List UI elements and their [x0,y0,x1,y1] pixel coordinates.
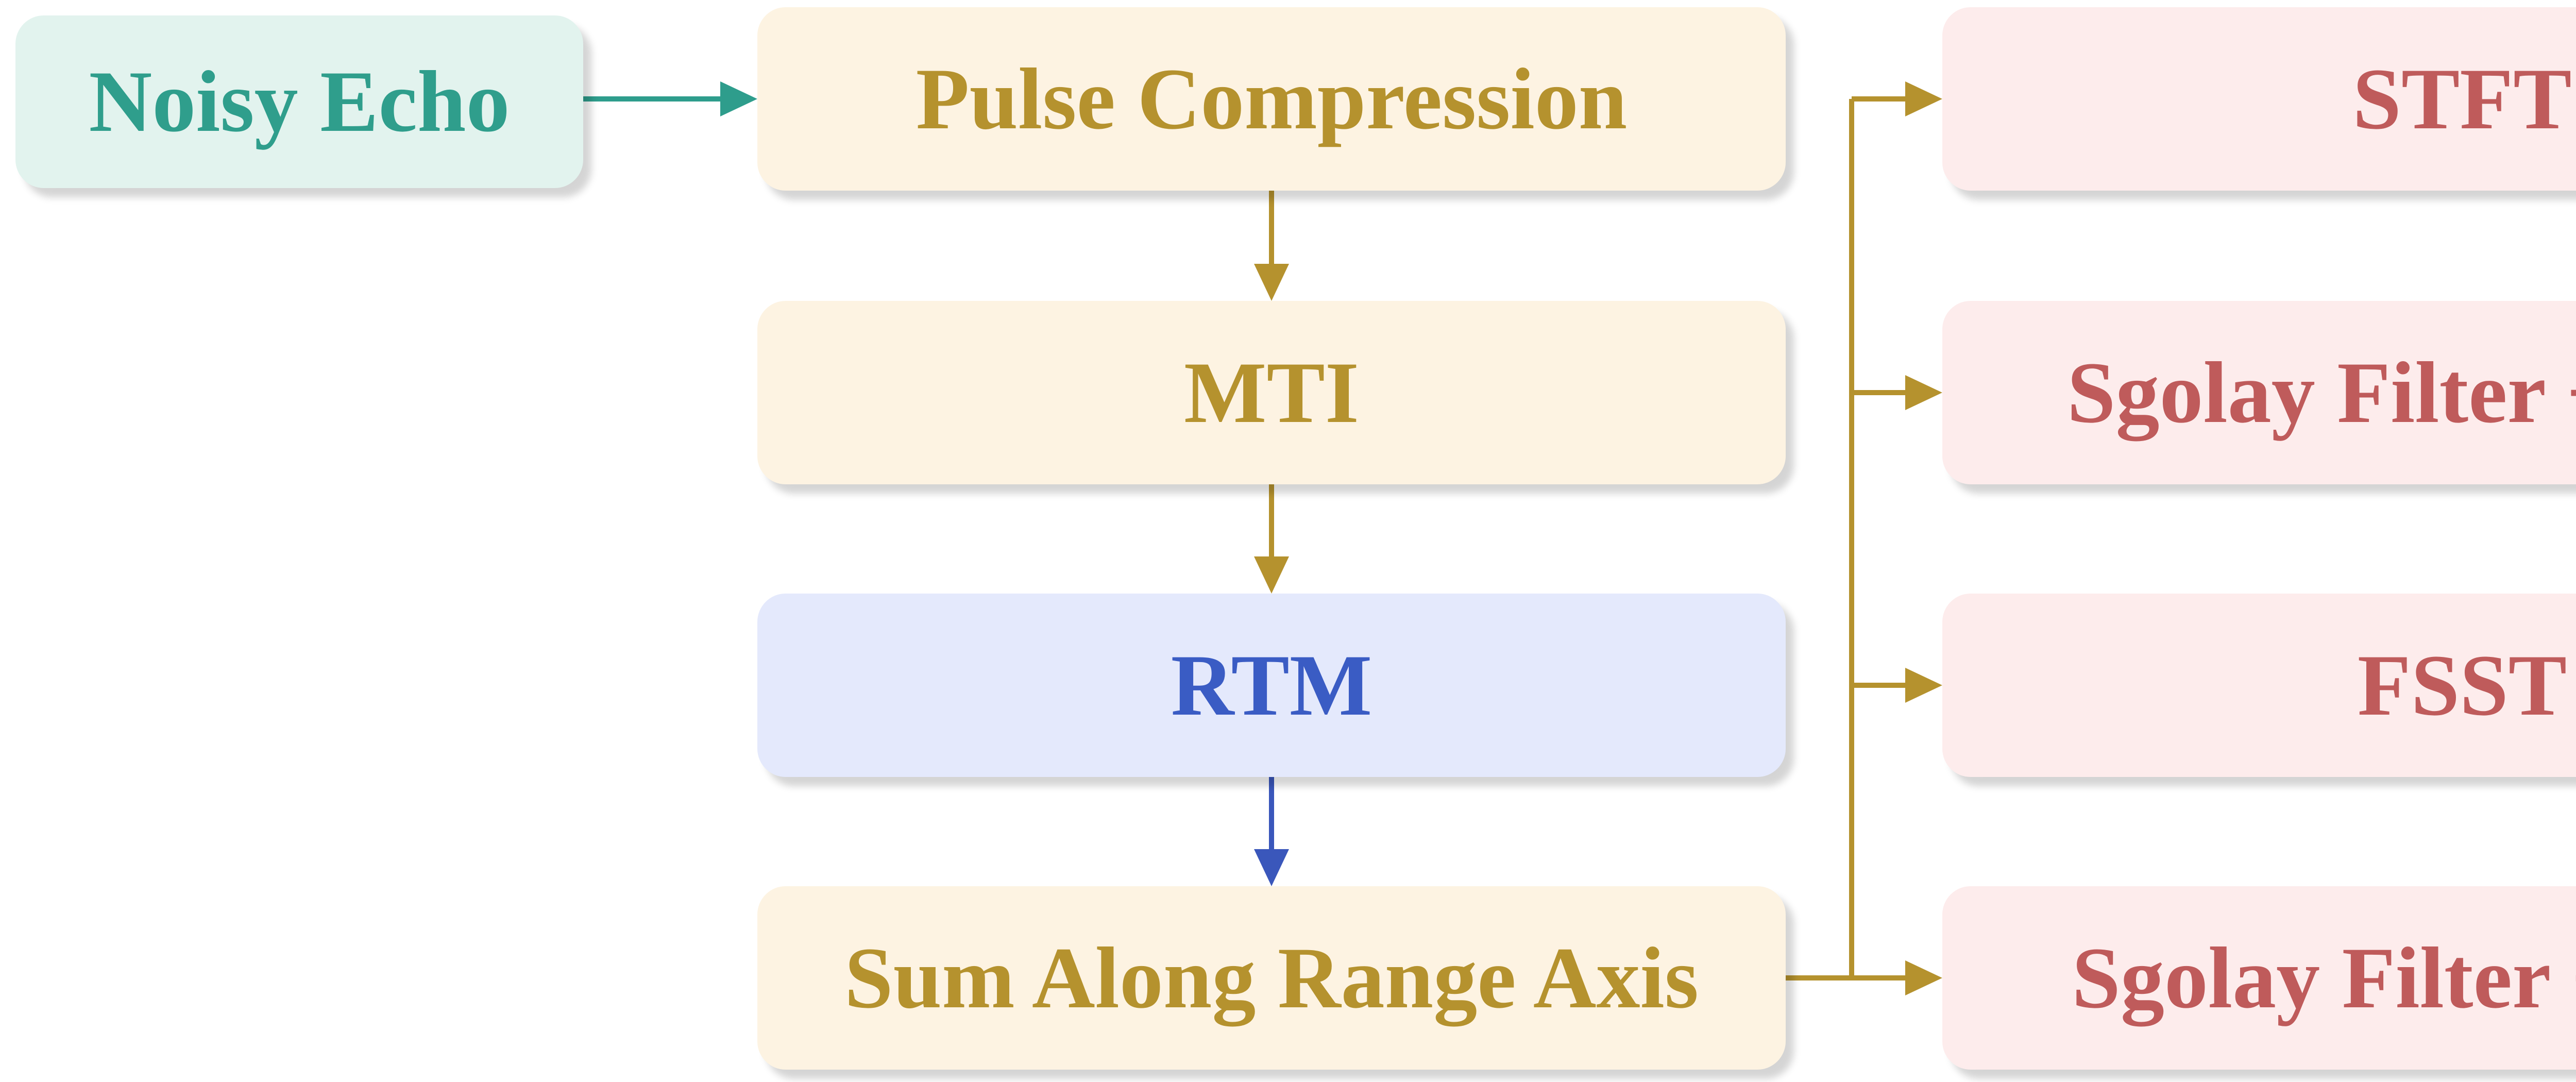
node-pulse-compression-label: Pulse Compression [916,50,1628,147]
node-sgolay-filter-fsst: Sgolay Filter + FSST [1942,886,2576,1070]
node-rtm: RTM [757,594,1786,777]
node-stft-label: STFT [2352,50,2572,147]
edge-rtm-to-sum-along-range-axis [1254,777,1289,886]
edge-branch-to-fsst [1852,668,1942,703]
node-mti-label: MTI [1184,344,1359,441]
arrowhead-icon [1905,375,1942,410]
arrowhead-icon [720,81,757,116]
arrowhead-icon [1905,960,1942,995]
edge-branch-to-sgolay-filter-fsst [1905,960,1942,995]
arrowhead-icon [1254,556,1289,594]
edge-branch-trunk [1786,99,1905,980]
node-sgolay-filter-fsst-label: Sgolay Filter + FSST [2072,929,2576,1026]
node-sum-along-range-axis-label: Sum Along Range Axis [844,929,1699,1026]
arrowhead-icon [1254,264,1289,301]
arrowhead-icon [1905,668,1942,703]
node-stft: STFT [1942,7,2576,191]
node-noisy-echo-label: Noisy Echo [89,53,510,150]
node-sgolay-filter-stft: Sgolay Filter + STFT [1942,301,2576,484]
node-sgolay-filter-stft-label: Sgolay Filter + STFT [2066,344,2576,441]
node-mti: MTI [757,301,1786,484]
node-fsst-label: FSST [2357,636,2567,734]
node-sum-along-range-axis: Sum Along Range Axis [757,886,1786,1070]
edge-pulse-compression-to-mti [1254,191,1289,301]
node-pulse-compression: Pulse Compression [757,7,1786,191]
node-fsst: FSST [1942,594,2576,777]
edge-branch-to-sgolay-filter-stft [1852,375,1942,410]
arrowhead-icon [1905,81,1942,116]
node-rtm-label: RTM [1171,636,1372,734]
node-noisy-echo: Noisy Echo [15,15,583,188]
arrowhead-icon [1254,849,1289,886]
edge-branch-to-stft [1852,81,1942,116]
edge-noisy-echo-to-pulse-compression [583,81,757,116]
edge-mti-to-rtm [1254,484,1289,594]
